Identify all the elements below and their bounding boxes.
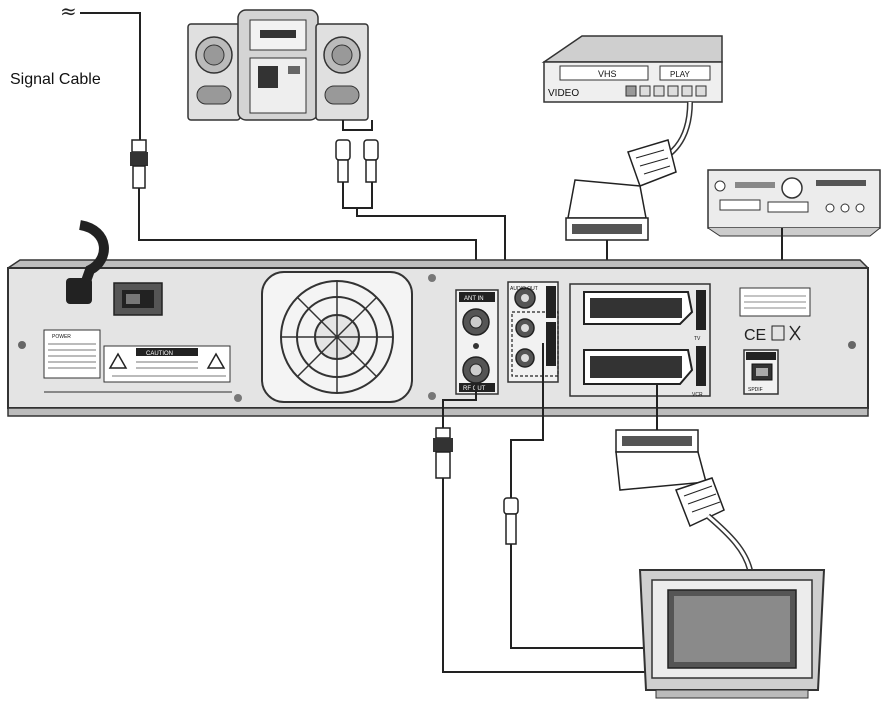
tv-scart-label: TV <box>694 336 701 342</box>
vcr-brand-label: VHS <box>598 69 617 79</box>
amplifier <box>707 169 881 375</box>
tv-wiring <box>433 343 753 673</box>
signal-cable-label: Signal Cable <box>10 71 101 88</box>
television <box>638 569 826 699</box>
spdif-label: SPDIF <box>748 387 763 393</box>
svg-text:≈: ≈ <box>60 0 77 23</box>
audio-out-label: AUDIO OUT <box>510 286 538 292</box>
hifi-system <box>187 9 506 360</box>
vcr: VHS PLAY VIDEO <box>541 35 723 294</box>
power-label: POWER <box>52 334 71 340</box>
vcr-play-label: PLAY <box>670 70 691 79</box>
ce-mark: CE <box>744 327 766 344</box>
fan-grille <box>261 271 413 403</box>
vcr-video-label: VIDEO <box>548 88 579 99</box>
scart-sockets: TV VCR <box>569 283 711 398</box>
caution-label: CAUTION <box>146 351 173 357</box>
receiver-rear-panel: POWER CAUTION ANT IN RF OUT <box>7 220 869 417</box>
vcr-scart-label: VCR <box>692 392 703 398</box>
rf-out-label: RF OUT <box>463 386 486 392</box>
ant-in-label: ANT IN <box>464 296 484 302</box>
